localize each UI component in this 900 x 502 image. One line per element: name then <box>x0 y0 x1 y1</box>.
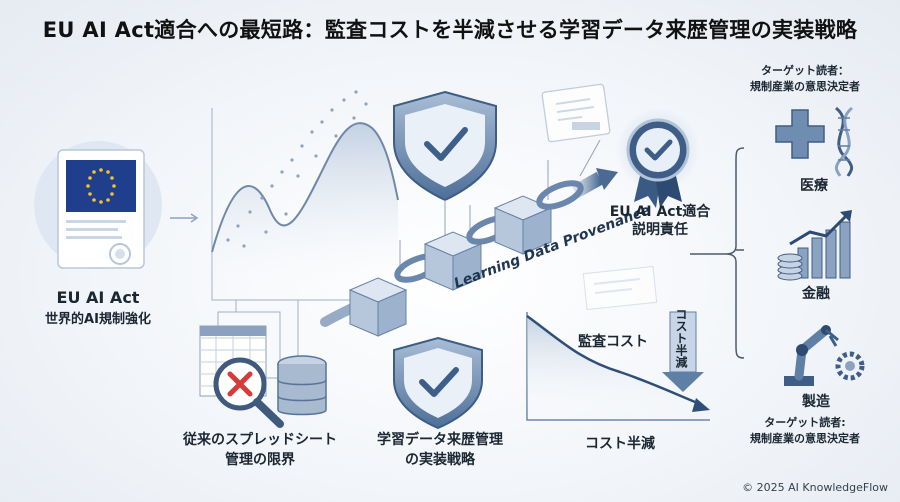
industry-manufacturing-label: 製造 <box>802 394 830 410</box>
database-icon <box>277 355 327 416</box>
target-reader-bottom-line1: ターゲット読者: <box>764 416 846 429</box>
magnifier-error-icon <box>213 357 284 428</box>
robot-arm-gear-icon <box>784 325 865 386</box>
provenance-chain <box>320 168 618 337</box>
cost-reduction-chart <box>526 265 710 421</box>
badge-label-line1: EU AI Act適合 <box>609 204 711 220</box>
industry-medical-label: 医療 <box>800 178 828 194</box>
industry-bracket <box>690 147 745 359</box>
eu-ai-act-subtitle: 世界的AI規制強化 <box>45 312 151 327</box>
shield-check-icon <box>393 90 497 202</box>
cost-half-label: コスト半減 <box>585 436 655 452</box>
strategy-label-line2: の実装戦略 <box>405 452 475 468</box>
target-reader-bottom-line2: 規制産業の意思決定者 <box>750 432 860 445</box>
rising-data-chart <box>211 90 399 301</box>
shield-check-icon-bottom <box>393 336 483 430</box>
page-title: EU AI Act適合への最短路：監査コストを半減させる学習データ来歴管理の実装… <box>42 18 858 42</box>
target-reader-top-line1: ターゲット読者： <box>761 64 849 77</box>
faded-document-icon <box>582 265 658 311</box>
coins-growth-chart-icon <box>777 210 852 281</box>
eu-document-icon <box>34 141 162 269</box>
strategy-label-line1: 学習データ来歴管理 <box>377 432 503 448</box>
audit-cost-label: 監査コスト <box>578 334 648 350</box>
badge-label-line2: 説明責任 <box>632 222 688 238</box>
certification-badge-icon <box>616 108 700 208</box>
cost-half-arrow-label: コスト半減 <box>674 308 688 368</box>
copyright: © 2025 AI KnowledgeFlow <box>742 481 888 494</box>
target-reader-top-line2: 規制産業の意思決定者 <box>750 80 860 93</box>
industry-finance-label: 金融 <box>802 286 830 302</box>
eu-ai-act-title: EU AI Act <box>56 288 140 307</box>
spreadsheet-limit-label-line1: 従来のスプレッドシート <box>183 432 337 448</box>
certificate-document-icon <box>541 83 611 143</box>
spreadsheet-limit-label-line2: 管理の限界 <box>225 452 295 468</box>
medical-cross-dna-icon <box>775 106 854 177</box>
